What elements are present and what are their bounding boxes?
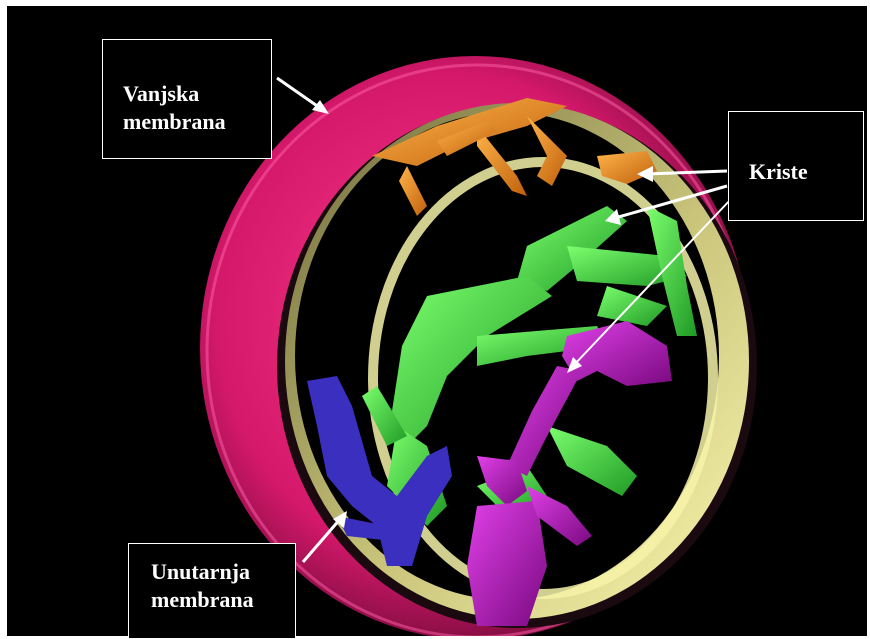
label-outer-membrane-line2: membrana (123, 108, 271, 136)
label-inner-membrane: Unutarnja membrana (128, 543, 296, 639)
label-outer-membrane: Vanjska membrana (102, 39, 272, 159)
label-outer-membrane-line1: Vanjska (123, 80, 271, 108)
label-cristae: Kriste (728, 111, 864, 221)
label-cristae-text: Kriste (749, 158, 863, 186)
label-inner-membrane-line2: membrana (151, 586, 295, 614)
label-inner-membrane-line1: Unutarnja (151, 558, 295, 586)
